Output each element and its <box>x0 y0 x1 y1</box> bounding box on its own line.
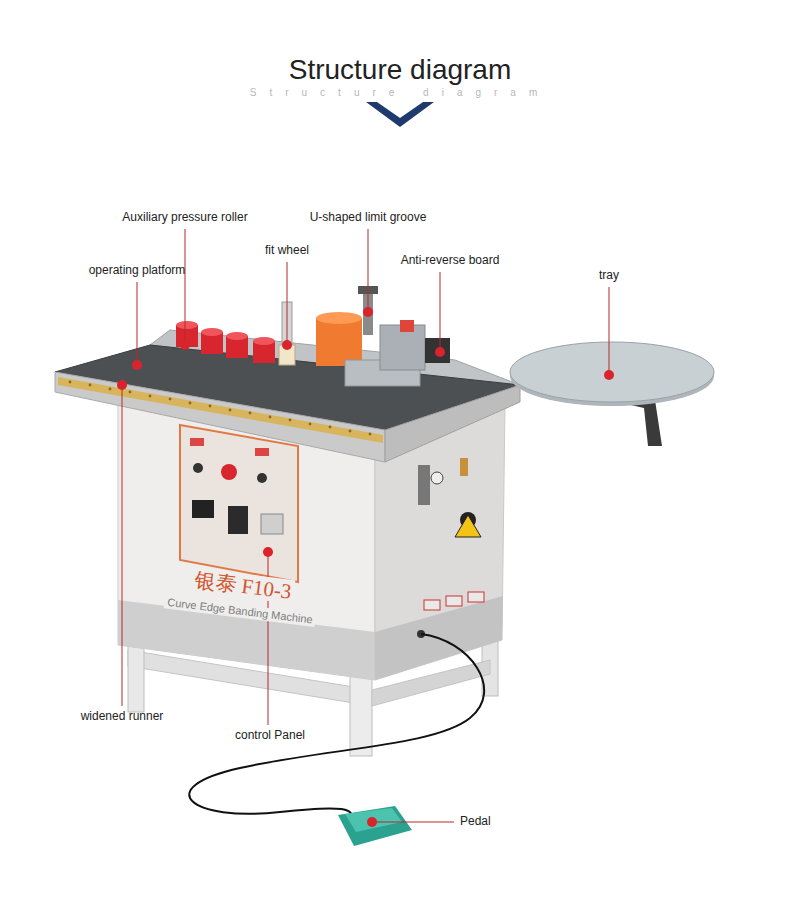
glue-pot <box>316 312 362 324</box>
part-label: control Panel <box>235 729 305 743</box>
air-regulator <box>455 515 481 537</box>
control-panel <box>180 425 298 582</box>
air-regulator <box>418 465 430 505</box>
leader-dots <box>132 360 142 370</box>
leader-dots <box>180 340 190 350</box>
foot-pedal <box>338 806 412 846</box>
operating-platform <box>369 433 372 436</box>
leader-lines <box>137 282 138 365</box>
guide-block <box>425 338 450 363</box>
machine-legs <box>128 640 144 712</box>
title-chevron <box>366 102 434 127</box>
guide-block <box>400 320 414 332</box>
air-regulator <box>446 596 462 606</box>
operating-platform <box>309 423 312 426</box>
title-watermark: Structure diagram <box>250 87 550 99</box>
power-cable <box>189 634 484 824</box>
pressure-rollers <box>201 328 223 336</box>
part-label: Anti-reverse board <box>401 254 500 268</box>
leader-dots <box>117 307 614 827</box>
control-panel <box>180 425 298 582</box>
operating-platform <box>329 426 332 429</box>
operating-platform <box>55 330 520 462</box>
operating-platform <box>269 416 272 419</box>
part-label: operating platform <box>89 264 186 278</box>
control-panel <box>255 448 269 456</box>
power-cable <box>189 630 484 824</box>
leader-lines <box>185 229 186 345</box>
control-panel <box>261 514 283 534</box>
part-label: widened runner <box>81 710 164 724</box>
operating-platform <box>385 385 520 462</box>
air-regulator <box>424 600 440 610</box>
control-panel <box>257 473 267 483</box>
tray <box>510 342 714 446</box>
control-panel <box>221 464 237 480</box>
leader-lines <box>122 385 123 706</box>
leader-dots <box>435 347 445 357</box>
leader-dots <box>263 547 273 557</box>
part-label: Pedal <box>460 815 491 829</box>
part-label: fit wheel <box>265 244 309 258</box>
operating-platform <box>349 430 352 433</box>
control-panel <box>192 500 214 518</box>
part-label: Auxiliary pressure roller <box>122 211 247 225</box>
leader-lines <box>368 229 369 312</box>
air-regulator <box>460 458 468 476</box>
operating-platform <box>69 381 372 436</box>
operating-platform <box>249 412 252 415</box>
operating-platform <box>209 405 212 408</box>
air-regulator <box>431 472 443 484</box>
operating-platform <box>229 409 232 412</box>
leader-lines <box>440 272 441 352</box>
control-panel <box>193 463 203 473</box>
air-regulator <box>468 592 484 602</box>
operating-platform <box>169 398 172 401</box>
operating-platform <box>109 388 112 391</box>
leader-dots <box>282 340 292 350</box>
foot-pedal <box>345 808 402 832</box>
control-panel <box>190 438 204 446</box>
operating-platform <box>149 395 152 398</box>
leader-dots <box>367 817 377 827</box>
leader-dots <box>604 370 614 380</box>
operating-platform <box>189 402 192 405</box>
operating-platform <box>289 419 292 422</box>
pressure-rollers <box>176 321 198 329</box>
operating-platform <box>69 381 72 384</box>
air-regulator <box>418 458 484 610</box>
leader-lines <box>372 822 454 823</box>
pressure-rollers <box>226 332 248 340</box>
pressure-rollers <box>253 337 275 345</box>
leader-lines <box>609 287 610 375</box>
operating-platform <box>89 384 92 387</box>
operating-platform <box>129 391 132 394</box>
leader-dots <box>117 380 127 390</box>
pressure-rollers <box>176 321 275 363</box>
title-chevron <box>366 102 434 127</box>
leader-lines <box>287 262 288 345</box>
part-label: U-shaped limit groove <box>310 211 427 225</box>
tray <box>510 342 714 402</box>
leader-dots <box>363 307 373 317</box>
foot-pedal <box>338 806 412 846</box>
control-panel <box>228 506 248 534</box>
glue-pot <box>316 318 362 366</box>
part-label: tray <box>599 269 619 283</box>
leader-lines <box>122 229 609 822</box>
diagram-title: Structure diagram <box>289 54 512 86</box>
